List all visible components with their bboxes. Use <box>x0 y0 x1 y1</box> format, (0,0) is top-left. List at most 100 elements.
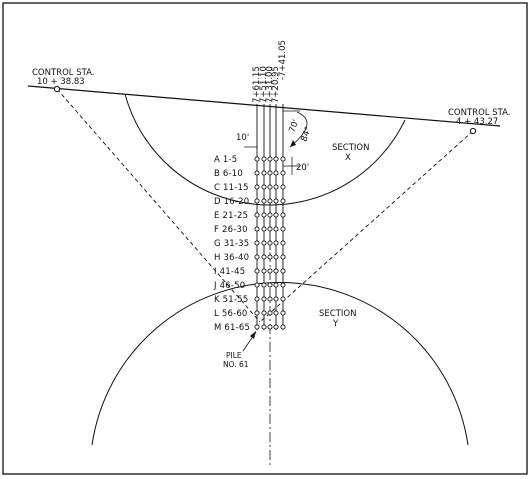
pile-marker <box>273 184 279 190</box>
pile-row-label: B 6-10 <box>214 169 243 179</box>
section-x-letter: X <box>345 153 351 163</box>
pile-marker <box>280 226 286 232</box>
pile-row-label: A 1-5 <box>214 155 237 165</box>
pile-marker <box>254 198 260 204</box>
pile-marker <box>254 156 260 162</box>
pile-marker <box>273 310 279 316</box>
pile-marker <box>267 310 273 316</box>
pile-marker <box>261 254 267 260</box>
pile-marker <box>254 310 260 316</box>
pile-row-label: F 26-30 <box>214 225 248 235</box>
pile-marker <box>267 240 273 246</box>
pile-marker <box>280 296 286 302</box>
pile-marker <box>261 240 267 246</box>
pile-marker <box>273 254 279 260</box>
pile-marker <box>267 254 273 260</box>
pile-marker <box>254 296 260 302</box>
sight-line-left <box>56 88 261 323</box>
pile-marker <box>254 226 260 232</box>
pile-marker <box>254 324 260 330</box>
pile-marker <box>267 324 273 330</box>
pile-marker <box>267 156 273 162</box>
pile-row-label: K 51-55 <box>214 295 248 305</box>
pile-callout-label: PILE <box>226 351 242 360</box>
station-label: 7+51.10 <box>259 66 269 103</box>
pile-marker <box>254 212 260 218</box>
pile-row-label: I 41-45 <box>214 267 245 277</box>
control-station-right-label: CONTROL STA. <box>448 108 511 118</box>
pile-grid <box>254 156 286 330</box>
pile-marker <box>280 268 286 274</box>
pile-marker <box>267 282 273 288</box>
pile-marker <box>280 240 286 246</box>
section-x-label: SECTION <box>332 143 369 153</box>
pile-row-label: M 61-65 <box>214 323 250 333</box>
pile-marker <box>254 282 260 288</box>
control-station-left-value: 10 + 38.83 <box>37 77 85 87</box>
pile-marker <box>261 184 267 190</box>
pile-marker <box>261 226 267 232</box>
outer-border <box>2 2 528 475</box>
pile-marker <box>261 282 267 288</box>
pile-marker <box>254 184 260 190</box>
sight-line-right <box>259 130 474 323</box>
station-label: 7+31.00 <box>265 66 275 103</box>
pile-marker <box>280 282 286 288</box>
control-station-right-value: 4 + 43.27 <box>456 117 498 127</box>
pile-marker <box>254 254 260 260</box>
pile-callout-arrowhead <box>250 331 256 339</box>
pile-row-label: L 56-60 <box>214 309 248 319</box>
station-labels: 7+61.157+51.107+31.007+20.95-7+41.05 <box>252 40 288 103</box>
pile-marker <box>273 226 279 232</box>
pile-row-label: D 16-20 <box>214 197 249 207</box>
pile-row-label: C 11-15 <box>214 183 249 193</box>
station-label: 7+20.95 <box>271 66 281 103</box>
pile-marker <box>280 184 286 190</box>
pile-marker <box>280 254 286 260</box>
pile-marker <box>280 198 286 204</box>
pile-marker <box>273 324 279 330</box>
row-labels: A 1-5 B 6-10 C 11-15 D 16-20 E 21-25 F 26-30G… <box>213 155 250 333</box>
pile-marker <box>267 198 273 204</box>
pile-marker <box>261 198 267 204</box>
pile-marker <box>261 268 267 274</box>
pile-marker <box>267 226 273 232</box>
pile-marker <box>267 296 273 302</box>
pile-marker <box>280 170 286 176</box>
pile-marker <box>280 310 286 316</box>
pile-marker <box>273 156 279 162</box>
pile-marker <box>254 240 260 246</box>
pile-marker <box>261 212 267 218</box>
section-y-letter: Y <box>332 319 339 329</box>
pile-row-label: J 46-50 <box>213 281 245 291</box>
section-y-label: SECTION <box>319 309 356 319</box>
pile-marker <box>273 170 279 176</box>
pile-marker <box>273 198 279 204</box>
control-station-left-label: CONTROL STA. <box>32 68 95 78</box>
pile-marker <box>280 156 286 162</box>
pile-marker <box>280 212 286 218</box>
pile-marker <box>267 184 273 190</box>
ten-foot-dimension: 10' <box>236 133 249 143</box>
station-label: 7+61.15 <box>252 66 262 103</box>
pile-marker <box>261 296 267 302</box>
pile-row-label: G 31-35 <box>214 239 249 249</box>
pile-marker <box>267 170 273 176</box>
pile-row-label: H 36-40 <box>214 253 249 263</box>
pile-marker <box>261 324 267 330</box>
pile-row-label: E 21-25 <box>214 211 248 221</box>
pile-marker <box>280 324 286 330</box>
section-y-circle-arc <box>91 281 469 446</box>
pile-marker <box>273 240 279 246</box>
pile-marker <box>261 156 267 162</box>
pile-marker <box>267 268 273 274</box>
twenty-foot-dimension: 20' <box>296 163 309 173</box>
angle-label: 84° <box>299 125 314 143</box>
control-station-left-marker <box>53 85 61 93</box>
pile-marker <box>261 170 267 176</box>
pile-marker <box>254 170 260 176</box>
pile-marker <box>273 268 279 274</box>
pile-marker <box>273 296 279 302</box>
